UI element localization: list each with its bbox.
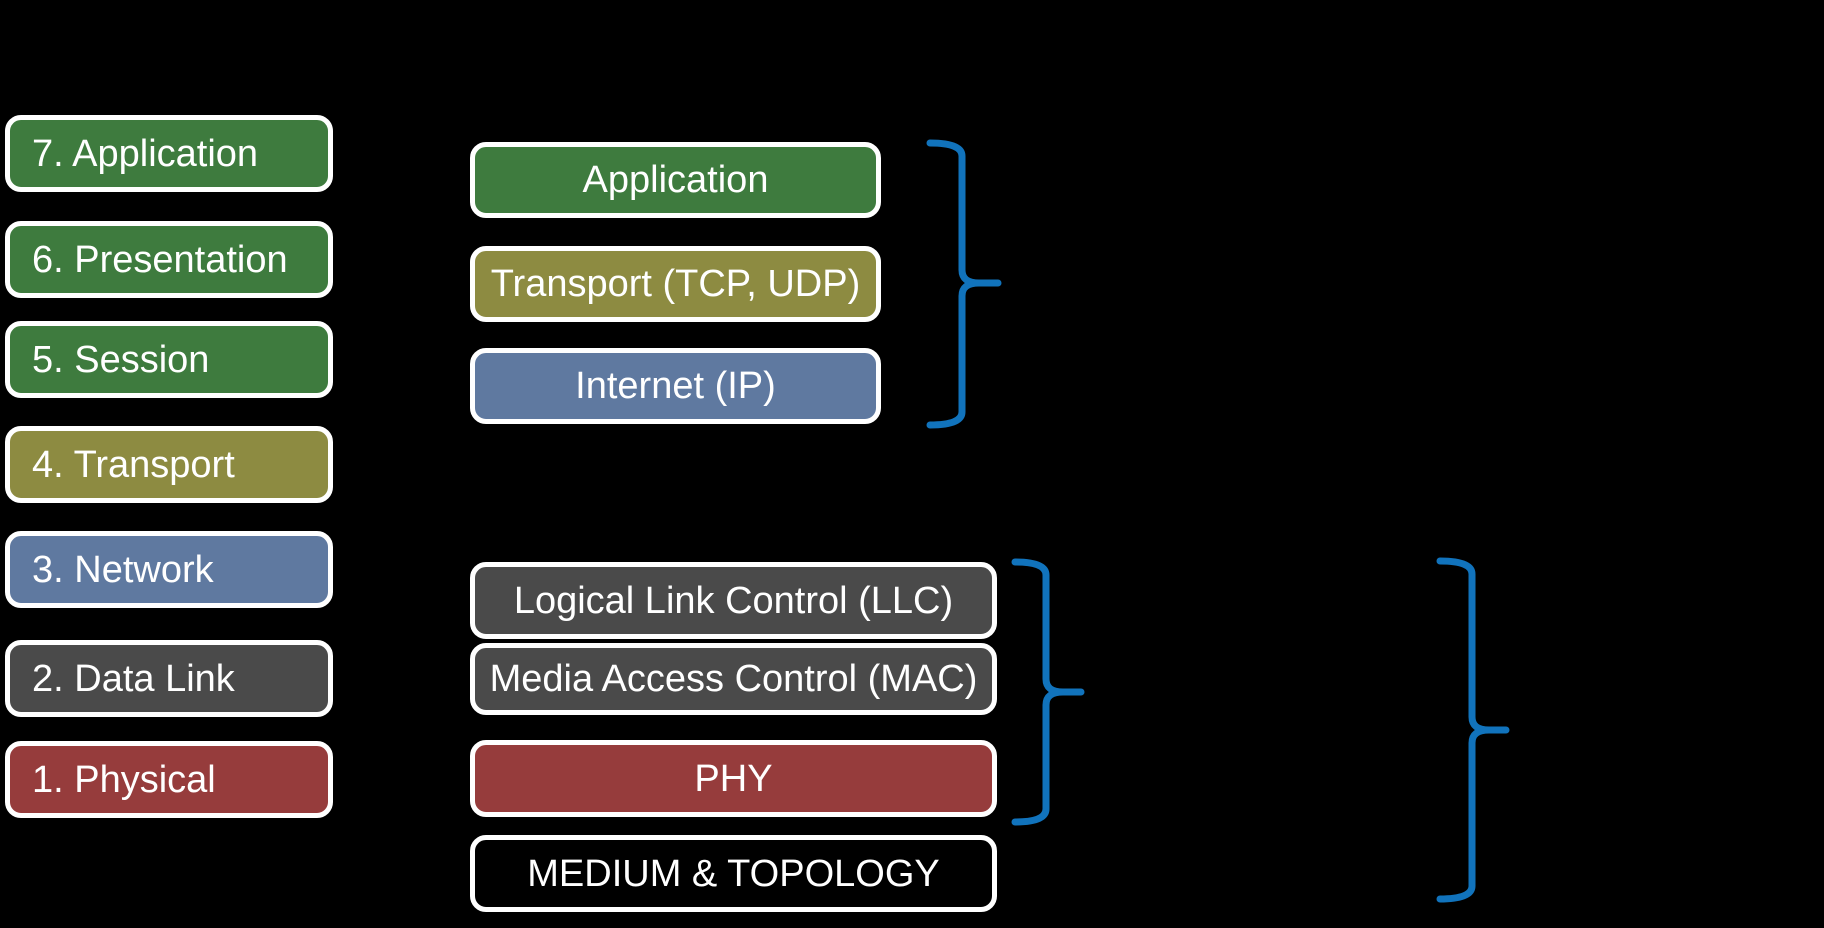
osi-layer-5-session: 5. Session bbox=[5, 321, 333, 398]
internet-transport-box: Transport (TCP, UDP) bbox=[470, 246, 881, 322]
mac-box: Media Access Control (MAC) bbox=[470, 643, 997, 715]
osi-layer-1-physical: 1. Physical bbox=[5, 741, 333, 818]
internet-application-box: Application bbox=[470, 142, 881, 218]
llc-box: Logical Link Control (LLC) bbox=[470, 562, 997, 639]
internet-model-brace bbox=[926, 139, 1002, 429]
osi-layer-7-application: 7. Application bbox=[5, 115, 333, 192]
ieee-lower-layers-brace bbox=[1011, 558, 1085, 826]
osi-layer-3-network: 3. Network bbox=[5, 531, 333, 608]
osi-layer-6-presentation: 6. Presentation bbox=[5, 221, 333, 298]
osi-layer-4-transport: 4. Transport bbox=[5, 426, 333, 503]
medium-topology-box: MEDIUM & TOPOLOGY bbox=[470, 835, 997, 912]
phy-box: PHY bbox=[470, 740, 997, 817]
osi-layer-2-data-link: 2. Data Link bbox=[5, 640, 333, 717]
internet-ip-box: Internet (IP) bbox=[470, 348, 881, 424]
ieee-full-scope-brace bbox=[1436, 557, 1510, 903]
